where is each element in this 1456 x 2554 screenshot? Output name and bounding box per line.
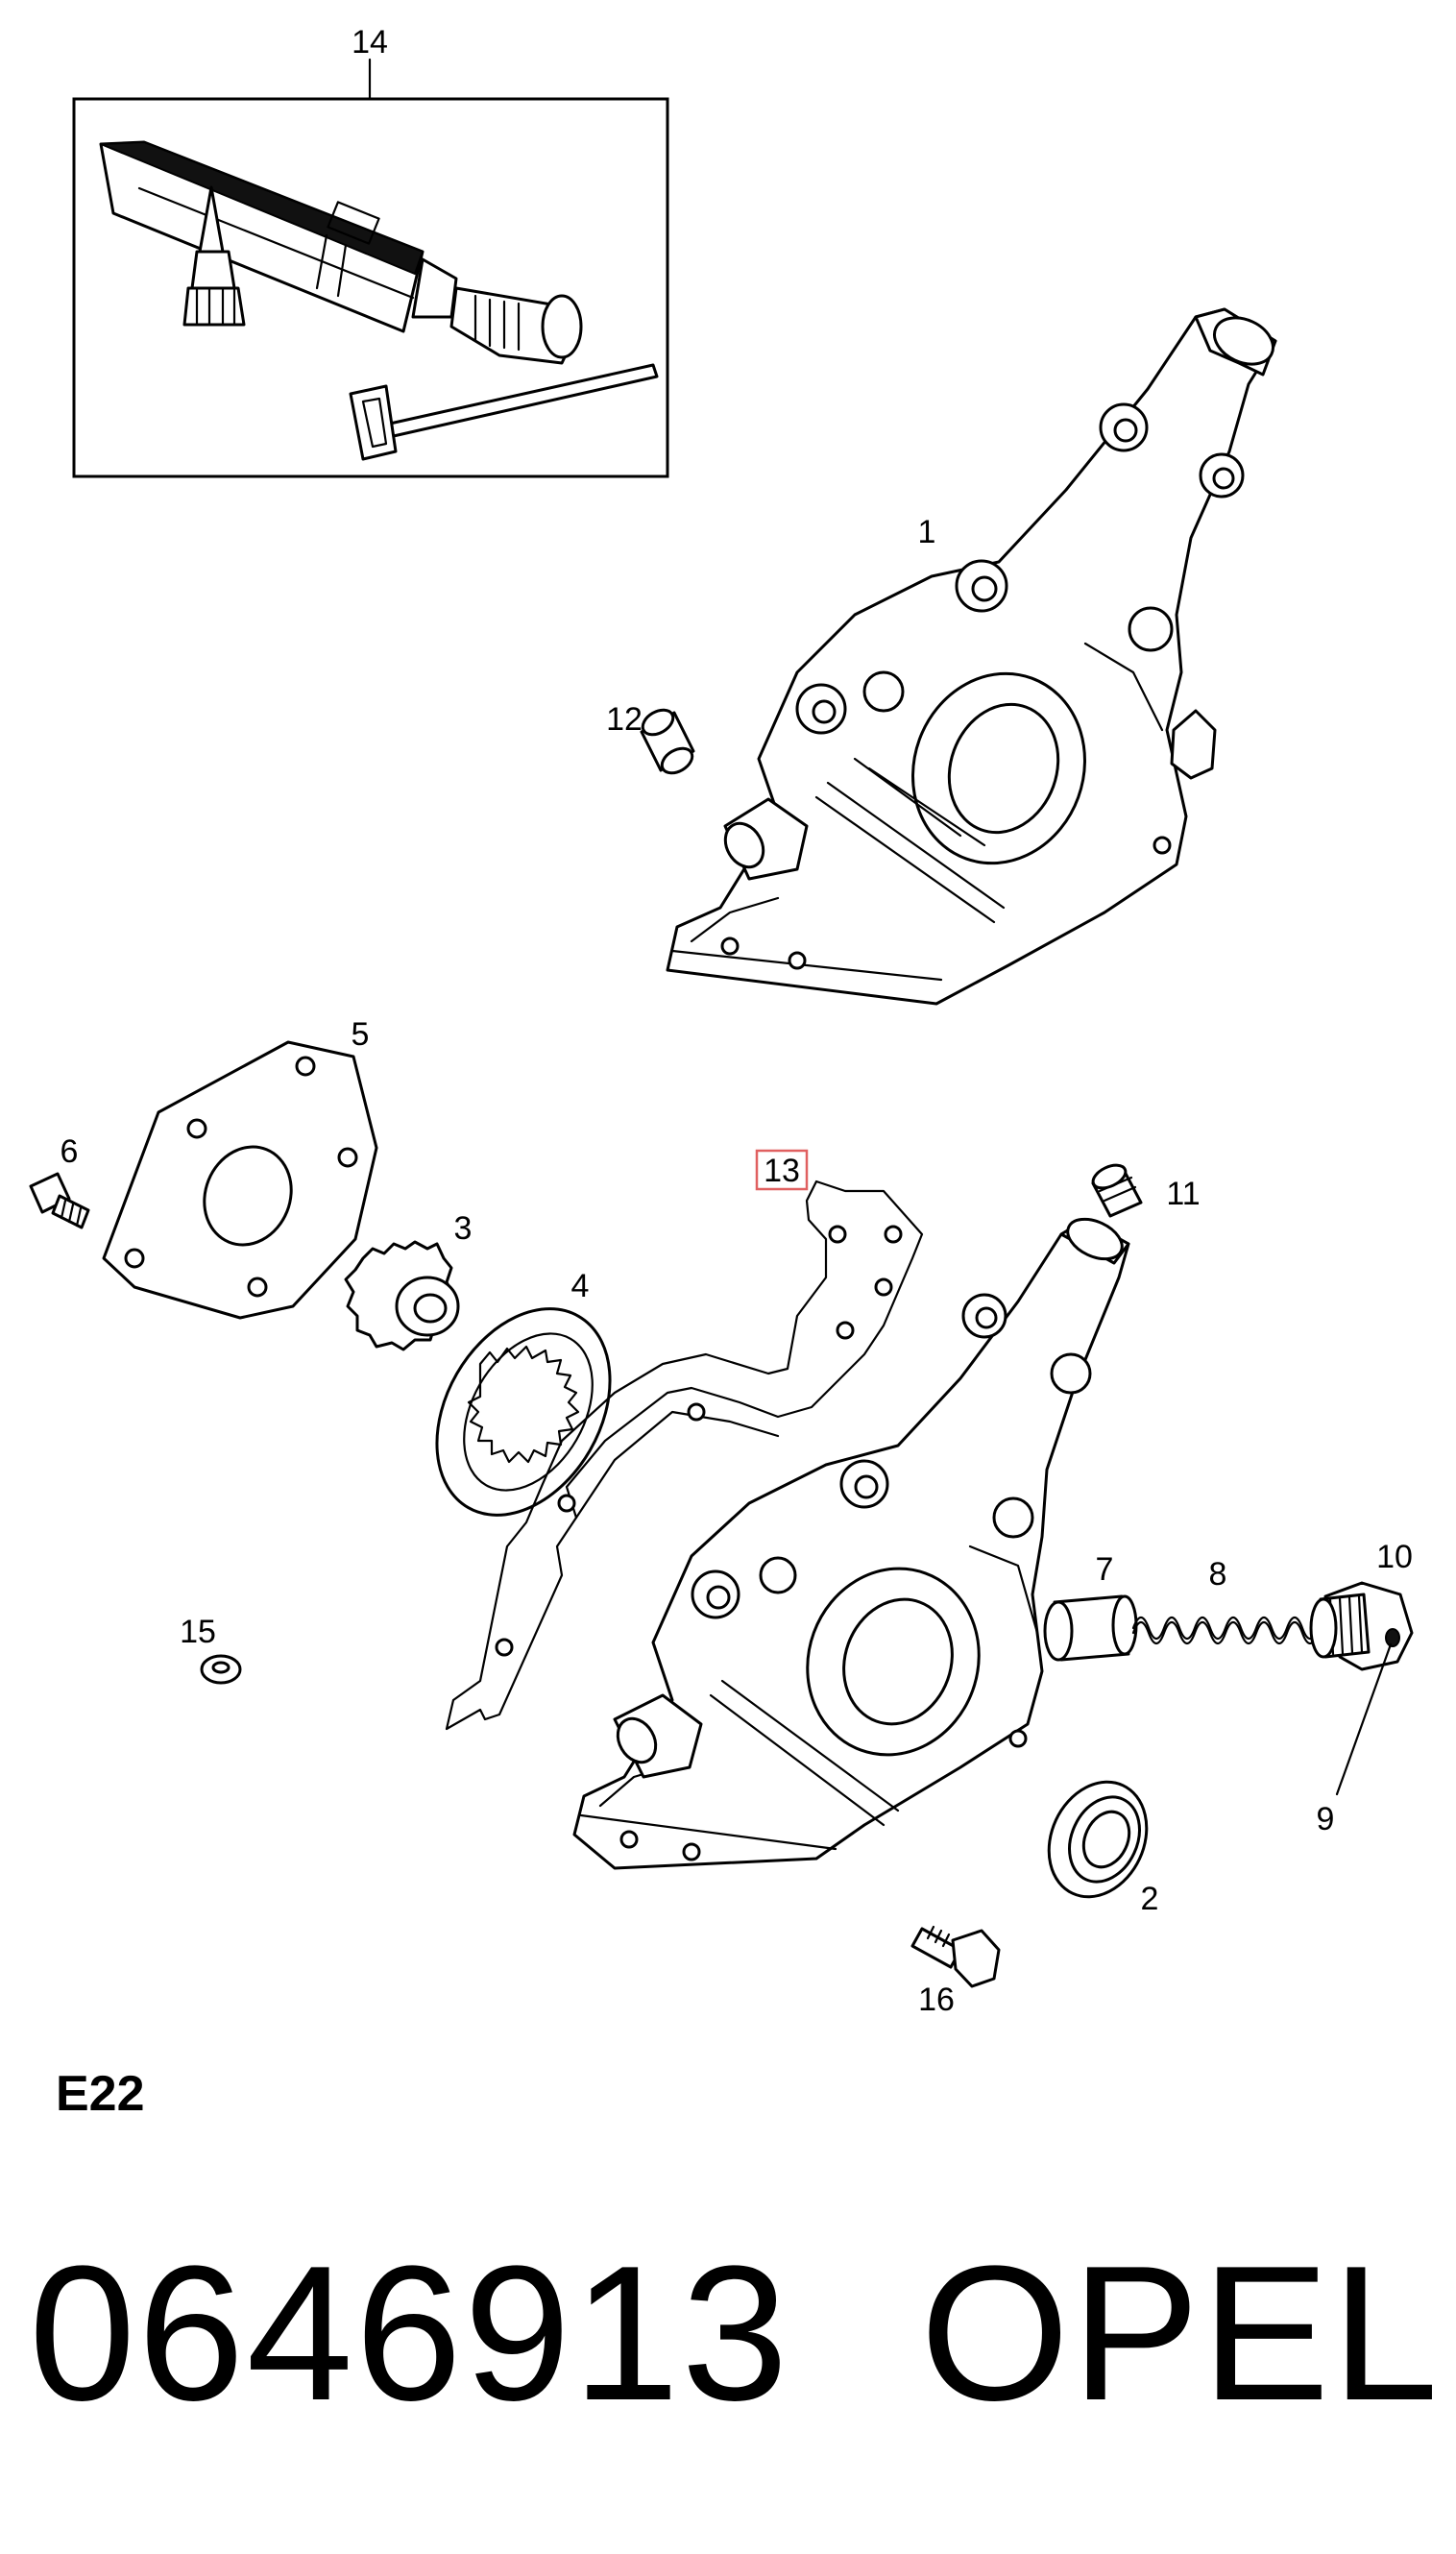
callout-13: 13 — [764, 1153, 800, 1189]
pump-gasket: 13 — [445, 1149, 924, 1731]
lock-washer: 15 — [180, 1614, 242, 1685]
cover-plate: 5 — [102, 1016, 378, 1320]
callout-2: 2 — [1141, 1881, 1159, 1917]
sealant-kit-inset: 14 — [72, 24, 669, 478]
callout-7: 7 — [1096, 1551, 1114, 1588]
callout-3: 3 — [454, 1210, 473, 1247]
callout-10: 10 — [1376, 1539, 1413, 1575]
callout-8: 8 — [1209, 1556, 1227, 1593]
oil-seal: 2 — [1047, 1780, 1159, 1917]
dowel-sleeve: 12 — [606, 701, 695, 775]
callout-4: 4 — [571, 1268, 590, 1304]
callout-15: 15 — [180, 1614, 216, 1650]
callout-5: 5 — [352, 1016, 370, 1053]
callout-13-highlight — [755, 1149, 809, 1191]
screw-6: 6 — [29, 1133, 90, 1229]
callout-9: 9 — [1317, 1801, 1335, 1837]
drive-gear: 3 — [344, 1210, 473, 1351]
diagram-code: E22 — [56, 2066, 145, 2122]
callout-16: 16 — [918, 1982, 955, 2018]
callout-1: 1 — [918, 514, 936, 550]
callout-6: 6 — [61, 1133, 79, 1170]
brand-name: OPEL — [920, 2226, 1441, 2441]
plug-11: 11 — [1091, 1163, 1201, 1218]
callout-12: 12 — [606, 701, 643, 738]
rotor-ring: 4 — [435, 1268, 612, 1517]
bolt-16: 16 — [910, 1925, 1001, 2018]
oil-pump-housing-top: 1 — [666, 307, 1277, 1006]
oil-pump-housing-exploded — [572, 1217, 1130, 1870]
threaded-plug: 10 9 — [1309, 1539, 1414, 1837]
callout-14: 14 — [352, 24, 388, 61]
relief-plunger: 7 — [1043, 1551, 1138, 1662]
callout-11: 11 — [1166, 1176, 1200, 1212]
part-number: 0646913 — [29, 2226, 790, 2441]
